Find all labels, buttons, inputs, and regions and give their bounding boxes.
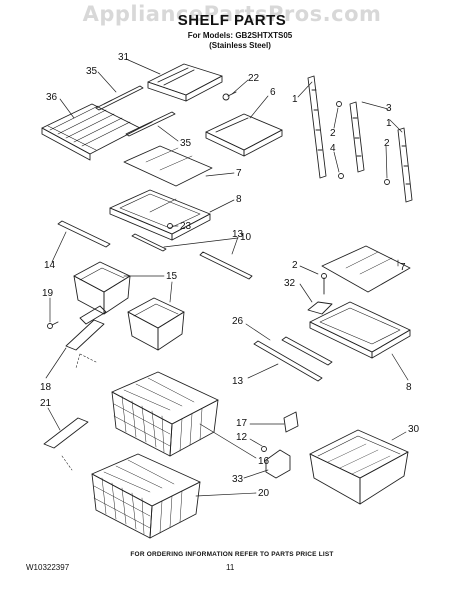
model-numbers: For Models: GB2SHTXTS05 xyxy=(187,31,293,40)
callout-2: 2 xyxy=(384,138,390,149)
front-trim-strip xyxy=(57,220,111,248)
slide-rail-lower xyxy=(125,111,176,137)
callout-31: 31 xyxy=(118,52,130,63)
callout-35: 35 xyxy=(86,66,98,77)
glass-shelf-upper xyxy=(123,145,213,187)
callout-33: 33 xyxy=(232,474,244,485)
callout-8: 8 xyxy=(236,194,242,205)
shelf-ladder-track-right xyxy=(397,127,413,203)
slide-rail-upper xyxy=(95,85,144,111)
basket-bracket xyxy=(43,417,89,471)
page-title: SHELF PARTS xyxy=(177,12,287,29)
watermark: AppliancePartsPros.com xyxy=(82,2,382,26)
document-number: W10322397 xyxy=(26,563,70,572)
page-number: 11 xyxy=(226,563,235,572)
callout-7: 7 xyxy=(400,262,406,273)
callout-3: 3 xyxy=(386,103,392,114)
callout-2: 2 xyxy=(330,128,336,139)
crisper-drawer xyxy=(309,429,409,505)
callout-4: 4 xyxy=(330,143,336,154)
wire-shelf xyxy=(41,103,141,161)
model-finish: (Stainless Steel) xyxy=(209,41,271,50)
shelf-ladder-track-left xyxy=(307,75,327,179)
shelf-support-pin xyxy=(321,273,327,295)
callout-1: 1 xyxy=(292,94,298,105)
callout-13: 13 xyxy=(232,229,244,240)
callout-13: 13 xyxy=(232,376,244,387)
wire-basket-upper xyxy=(111,371,219,457)
callout-12: 12 xyxy=(236,432,248,443)
callout-22: 22 xyxy=(248,73,260,84)
model-info: For Models: GB2SHTXTS05 (Stainless Steel… xyxy=(0,31,464,51)
screw xyxy=(222,91,237,101)
callout-30: 30 xyxy=(408,424,420,435)
callout-23: 23 xyxy=(180,221,192,232)
wire-basket-lower xyxy=(91,453,201,539)
callout-10: 10 xyxy=(240,232,252,243)
callout-18: 18 xyxy=(40,382,52,393)
bin-lower xyxy=(127,297,185,351)
shelf-frame-upper xyxy=(109,189,211,241)
callout-8: 8 xyxy=(406,382,412,393)
callout-leader-lines xyxy=(45,58,409,497)
callout-26: 26 xyxy=(232,316,244,327)
callout-36: 36 xyxy=(46,92,58,103)
upper-shelf-frame xyxy=(147,63,223,102)
callout-1: 1 xyxy=(386,118,392,129)
callout-14: 14 xyxy=(44,260,56,271)
callout-19: 19 xyxy=(42,288,54,299)
screw xyxy=(47,321,59,329)
bin-upper xyxy=(73,261,131,315)
shelf-bracket-tray xyxy=(205,113,283,157)
callout-16: 16 xyxy=(258,456,270,467)
callout-15: 15 xyxy=(166,271,178,282)
bin-bracket xyxy=(65,305,107,369)
ordering-note: FOR ORDERING INFORMATION REFER TO PARTS … xyxy=(130,551,334,558)
callout-35: 35 xyxy=(180,138,192,149)
clip-bracket xyxy=(283,411,299,433)
callout-21: 21 xyxy=(40,398,52,409)
callout-6: 6 xyxy=(270,87,276,98)
divider-rail xyxy=(131,233,167,252)
glide-bracket xyxy=(265,449,291,479)
shelf-frame-lower xyxy=(309,301,411,359)
callout-20: 20 xyxy=(258,488,270,499)
trim-rod-lower xyxy=(253,336,333,382)
callout-7: 7 xyxy=(236,168,242,179)
callout-17: 17 xyxy=(236,418,248,429)
shelf-support-clip xyxy=(307,301,333,315)
trim-rod-upper xyxy=(199,251,253,280)
callout-2: 2 xyxy=(292,260,298,271)
track-screws xyxy=(336,101,390,185)
screw xyxy=(261,446,267,452)
callout-32: 32 xyxy=(284,278,296,289)
shelf-ladder-track-center xyxy=(349,101,365,173)
callout-numbers: 31 35 22 6 36 35 1 2 4 3 1 2 7 8 23 14 1… xyxy=(40,52,420,499)
glass-shelf-lower xyxy=(321,245,411,293)
